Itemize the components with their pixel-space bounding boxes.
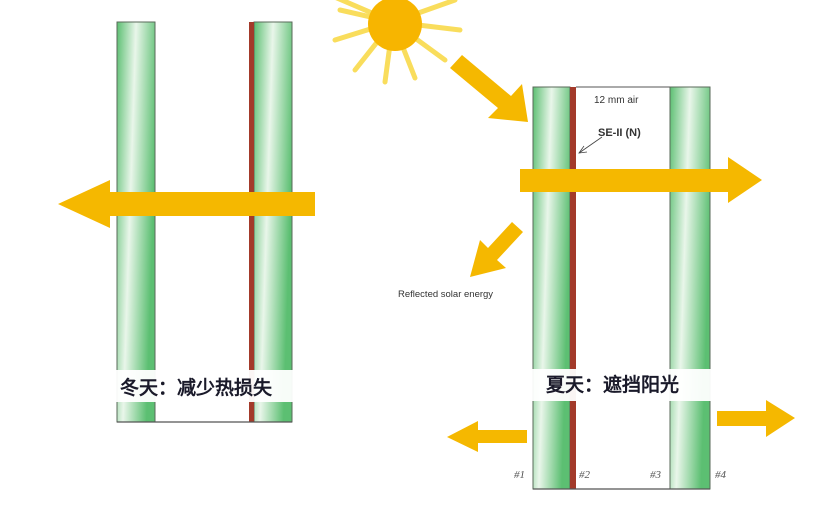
surface-label-1: #1 bbox=[514, 469, 525, 481]
surface-label-2: #2 bbox=[579, 469, 591, 481]
inner-glass-pane bbox=[253, 21, 293, 423]
winter-caption-bg bbox=[112, 370, 312, 402]
heat-retained-arrow bbox=[58, 180, 315, 228]
incoming-sun-arrow bbox=[450, 55, 528, 122]
pointer-arrowhead bbox=[578, 145, 588, 154]
surface-label-3: #3 bbox=[650, 469, 662, 481]
low-e-coating bbox=[570, 87, 576, 489]
sun-icon bbox=[332, 0, 463, 85]
inside-heat-arrow bbox=[717, 400, 795, 437]
air-gap-label: 12 mm air bbox=[594, 95, 639, 106]
summer-caption-bg bbox=[528, 369, 738, 401]
reflected-label: Reflected solar energy bbox=[398, 289, 493, 300]
coating-pointer bbox=[578, 136, 603, 154]
summer-caption: 夏天：遮挡阳光 bbox=[546, 373, 679, 396]
transmitted-light-arrow bbox=[520, 157, 762, 203]
reflected-energy-arrow bbox=[470, 222, 523, 277]
surface-label-4: #4 bbox=[715, 469, 727, 481]
coating-label: SE-II (N) bbox=[598, 127, 641, 139]
winter-glazing-unit bbox=[58, 21, 315, 423]
outer-glass-pane bbox=[532, 86, 571, 490]
outside-heat-arrow bbox=[447, 421, 527, 452]
inner-glass-pane bbox=[669, 86, 711, 490]
winter-caption: 冬天：减少热损失 bbox=[120, 376, 273, 399]
outer-glass-pane bbox=[116, 21, 156, 423]
summer-glazing-unit bbox=[447, 55, 795, 490]
low-e-coating bbox=[249, 22, 254, 422]
